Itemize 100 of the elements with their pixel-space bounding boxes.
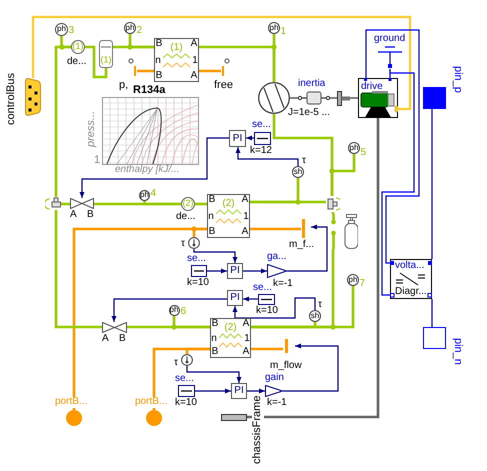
sensor-symbol: ph [168,305,180,316]
connector-line [143,201,181,206]
connector-line [172,316,210,328]
parameter-label: k=12 [250,146,272,156]
connector-line [54,210,102,328]
port-label: 1 [244,334,250,344]
signal-arrow [186,366,242,383]
component-name: m_flow [270,361,302,372]
port-label: A [102,334,109,344]
axis-label: enthalpy [kJ/... [115,165,180,176]
component-name: de... [176,212,196,222]
port-label: B [87,210,94,220]
signal-arrow [195,388,231,394]
axis-label: press... [86,110,98,147]
port-label: A [70,210,77,220]
parameter-label: J=1e-5 ... [288,108,330,118]
density-sensor-symbol: (1) [71,40,85,54]
chart-title: R134a [133,85,166,97]
component-name: se... [253,283,272,294]
density-sensor-symbol: (2) [181,197,195,211]
component-name: ground [374,34,406,44]
connector-line [365,29,420,264]
connector-line [247,118,380,418]
controller-label: PI [234,386,244,396]
sensor-symbol: sh [292,166,304,178]
connector-line [195,202,207,206]
signal-arrow [207,268,227,274]
index-number: 1 [280,27,286,38]
pin-label: pin_n [451,338,463,365]
connector-line [54,46,71,197]
port-label: n [155,56,161,66]
port-label: A [242,194,248,206]
connector-line [137,70,154,72]
index-number: 5 [360,148,366,158]
signal-arrow [112,298,227,322]
component-name: ga... [267,252,286,262]
sensor-symbol: sh [309,310,321,322]
output-label: τ [181,239,185,250]
connector-line [350,97,358,99]
component-name: se... [252,120,271,130]
connector-line [251,348,283,350]
signal-arrow [247,388,265,394]
sensor-symbol: ph [347,274,359,286]
output-label: τ [318,300,322,310]
port-label: B [212,318,218,330]
connector-line [61,202,70,206]
port-label: A [242,226,248,238]
component-name: se... [175,374,194,384]
connector-line [330,154,356,196]
signal-arrow [243,296,258,302]
instance-number: (1) [170,42,183,54]
sensor-symbol: ph [124,22,136,34]
parameter-label: k=-1 [267,398,287,408]
connector-line [250,178,300,204]
connector-line [192,228,207,237]
index-number: 3 [68,26,74,36]
controller-label: PI [232,133,242,144]
instance-number: (2) [224,322,237,334]
port-label: B [119,334,126,344]
controller-label: PI [230,266,240,276]
bus-label: controlBus [6,73,18,125]
component-name: chassisFrame [252,396,264,464]
port-label: A [242,318,250,330]
index-number: 4 [150,189,156,200]
output-label: τ [174,358,178,368]
index-number: 6 [180,307,186,318]
component-name: volta... [395,261,424,272]
connector-line [330,97,337,99]
parameter-label: k=10 [187,278,209,288]
port-label: B [208,194,216,206]
sensor-symbol: ph [139,190,150,201]
connector-line [32,16,412,110]
port-label: n [208,212,214,222]
sensor-symbol: ph [268,22,280,34]
signal-arrow [287,224,328,272]
port-label: B [156,70,162,82]
parameter-label: k=-1 [273,279,293,290]
port-label: B [212,346,218,358]
component-name: Diagr... [395,287,427,298]
index-number: 2 [136,26,142,36]
pin-label: pin_p [451,66,463,93]
port-label: n [211,334,217,344]
component-name: drive [361,82,383,92]
port-label: 1 [192,56,198,66]
connector-line [251,286,354,328]
instance-number: (1) [100,55,112,65]
parameter-label: k=10 [175,398,197,408]
port-label: B [208,226,216,238]
sensor-symbol: ph [348,142,360,154]
signal-arrow [243,268,267,274]
connector-line [85,46,108,78]
connector-line [199,70,221,72]
signal-arrow [80,137,229,198]
component-name: free [214,80,233,92]
port-label: A [190,38,198,50]
signal-arrow [232,297,316,319]
parameter-label: k=10 [256,306,278,316]
signal-arrow [236,147,299,166]
port-name: portB... [55,397,88,408]
signal-arrow [193,249,238,263]
